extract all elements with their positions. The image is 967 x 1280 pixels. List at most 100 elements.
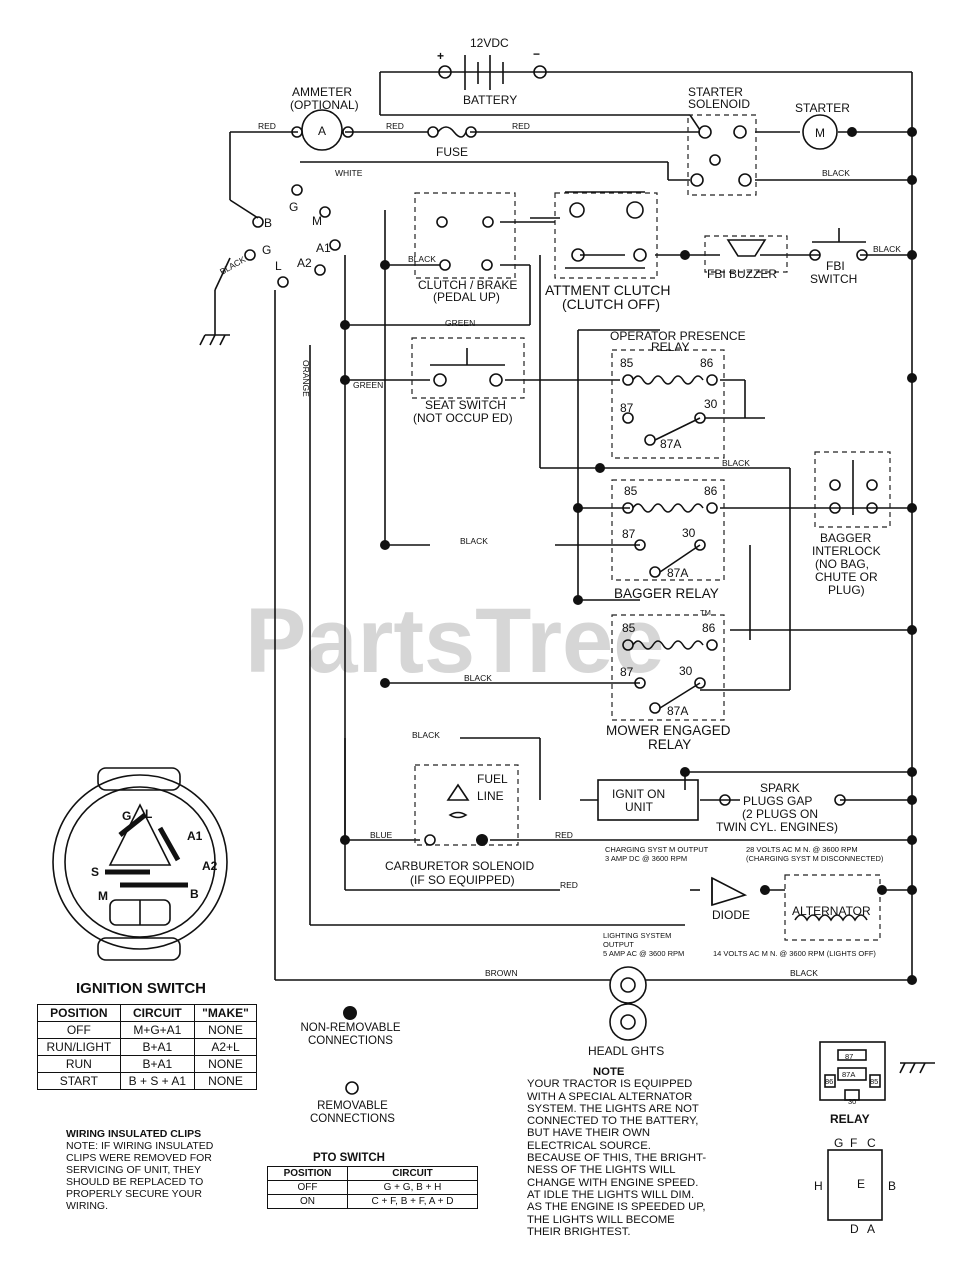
spark-3: (2 PLUGS ON	[742, 807, 818, 821]
note-line: AT IDLE THE LIGHTS WILL DIM.	[527, 1188, 695, 1201]
note-line: CONNECTED TO THE BATTERY,	[527, 1115, 699, 1128]
cell: NONE	[193, 1021, 258, 1039]
pto-pin-g: G	[834, 1136, 843, 1150]
seat-switch-sub: (NOT OCCUP ED)	[413, 411, 513, 425]
legend-text: REMOVABLE	[317, 1100, 388, 1112]
note-line: CHANGE WITH ENGINE SPEED.	[527, 1176, 699, 1189]
watermark-tm: TM	[700, 608, 711, 617]
plug-term-b: B	[264, 216, 272, 230]
note-line: WIRING.	[66, 1200, 108, 1212]
cell: RUN	[37, 1055, 121, 1073]
battery-plus: +	[437, 49, 444, 63]
wiring-note-title: WIRING INSULATED CLIPS	[66, 1128, 202, 1140]
opr-87a: 87A	[660, 437, 681, 451]
charge-right-2: (CHARGING SYST M DISCONNECTED)	[746, 854, 884, 863]
ign-unit-label-1: IGNIT ON	[612, 787, 665, 801]
pto-pin-f: F	[850, 1136, 857, 1150]
note-line: ELECTRICAL SOURCE.	[527, 1139, 651, 1152]
ign-header-make: "MAKE"	[193, 1004, 258, 1022]
ammeter-symbol: A	[318, 124, 326, 138]
bagger-30: 30	[682, 526, 696, 540]
opr-86: 86	[700, 356, 714, 370]
carb-solenoid-sub: (IF SO EQUIPPED)	[410, 873, 515, 887]
cell: OFF	[37, 1021, 121, 1039]
wire-red-1: RED	[258, 121, 276, 131]
relay-legend-title: RELAY	[830, 1112, 870, 1126]
fuel-label-1: FUEL	[477, 772, 508, 786]
cell: A2+L	[193, 1038, 258, 1056]
face-a2: A2	[202, 859, 218, 873]
ignition-switch-plug: B G M A1 A2 L G	[244, 184, 341, 288]
note-line: AS THE ENGINE IS SPEEDED UP,	[527, 1201, 706, 1214]
ammeter-label: AMMETER	[292, 85, 352, 99]
alternator-note-title: NOTE	[593, 1066, 625, 1078]
lighting-1: LIGHTING SYSTEM	[603, 931, 671, 940]
ignition-unit: IGNIT ON UNIT SPARK PLUGS GAP (2 PLUGS O…	[597, 779, 846, 834]
relay-pin-87: 87	[845, 1052, 853, 1061]
face-a1: A1	[187, 829, 203, 843]
starter-symbol: M	[815, 126, 825, 140]
alternator-label: ALTERNATOR	[792, 904, 871, 918]
ground-symbol	[199, 334, 935, 1074]
table-row: ON C + F, B + F, A + D	[266, 1194, 478, 1209]
legend-text: CONNECTIONS	[308, 1034, 393, 1047]
bagger-relay: 85 86 87 30 87A BAGGER RELAY	[614, 484, 719, 601]
watermark: PartsTree	[245, 590, 664, 692]
plug-term-m: M	[312, 214, 322, 228]
note-line: WITH A SPECIAL ALTERNATOR	[527, 1090, 693, 1103]
note-line: BECAUSE OF THIS, THE BRIGHT-	[527, 1152, 707, 1165]
bagger-relay-label: BAGGER RELAY	[614, 586, 719, 601]
table-row: RUN B+A1 NONE	[37, 1055, 258, 1073]
pto-header-circuit: CIRCUIT	[347, 1166, 478, 1181]
pto-switch-table: POSITION CIRCUIT OFF G + G, B + H ON C +…	[266, 1166, 478, 1209]
mower-relay-label-2: RELAY	[648, 737, 691, 752]
cell: B+A1	[119, 1055, 195, 1073]
cell: M+G+A1	[119, 1021, 195, 1039]
note-line: SYSTEM. THE LIGHTS ARE NOT	[527, 1102, 699, 1115]
plug-term-l: L	[275, 259, 282, 273]
mower-engaged-relay: 85 86 87 30 87A MOWER ENGAGED RELAY	[606, 621, 731, 752]
headlights-label: HEADL GHTS	[588, 1044, 664, 1058]
pto-switch-title: PTO SWITCH	[313, 1152, 385, 1164]
carburetor-solenoid: FUEL LINE CARBURETOR SOLENOID (IF SO EQU…	[385, 772, 534, 887]
wire-black-1: BLACK	[822, 168, 850, 178]
cell: START	[37, 1072, 121, 1090]
wire-orange: ORANGE	[301, 360, 311, 397]
note-line: YOUR TRACTOR IS EQUIPPED	[527, 1078, 693, 1091]
seat-switch-label: SEAT SWITCH	[425, 398, 506, 412]
wiring-note: WIRING INSULATED CLIPS NOTE: IF WIRING I…	[66, 1128, 213, 1212]
lighting-right: 14 VOLTS AC M N. @ 3600 RPM (LIGHTS OFF)	[713, 949, 876, 958]
fuel-label-2: LINE	[477, 789, 504, 803]
cell: RUN/LIGHT	[37, 1038, 121, 1056]
clutch-brake-sub: (PEDAL UP)	[433, 290, 500, 304]
mower-relay-label-1: MOWER ENGAGED	[606, 723, 731, 738]
bagger-87: 87	[622, 527, 636, 541]
pto-pin-h: H	[814, 1179, 823, 1193]
alternator-note: NOTE YOUR TRACTOR IS EQUIPPED WITH A SPE…	[527, 1066, 706, 1238]
charge-right-1: 28 VOLTS AC M N. @ 3600 RPM	[746, 845, 858, 854]
wire-black-3: BLACK	[873, 244, 901, 254]
ammeter-optional: (OPTIONAL)	[290, 98, 359, 112]
battery: + − 12VDC BATTERY	[437, 36, 547, 107]
wire-green-2: GREEN	[353, 380, 383, 390]
wire-white: WHITE	[335, 168, 363, 178]
cell: NONE	[193, 1072, 258, 1090]
wire-black-2: BLACK	[408, 254, 436, 264]
pto-pin-diagram: G F C H B E D A	[814, 1136, 896, 1236]
cell: G + G, B + H	[347, 1180, 478, 1195]
note-line: CLIPS WERE REMOVED FOR	[66, 1152, 212, 1164]
charge-left-1: CHARGING SYST M OUTPUT	[605, 845, 709, 854]
legend-symbols	[343, 1006, 359, 1095]
mower-86: 86	[702, 621, 716, 635]
bagger-interlock-1: BAGGER	[820, 531, 872, 545]
starter-solenoid: STARTER SOLENOID	[688, 85, 752, 187]
ign-unit-label-2: UNIT	[625, 800, 654, 814]
bagger-interlock-5: PLUG)	[828, 583, 865, 597]
mower-87a: 87A	[667, 704, 688, 718]
wire-red-5: RED	[560, 880, 578, 890]
cell: B+A1	[119, 1038, 195, 1056]
note-line: SERVICING OF UNIT, THEY	[66, 1164, 201, 1176]
battery-voltage: 12VDC	[470, 36, 509, 50]
ignition-switch-face: G L A1 A2 S M B IGNITION SWITCH	[52, 767, 228, 997]
charge-left-2: 3 AMP DC @ 3600 RPM	[605, 854, 687, 863]
